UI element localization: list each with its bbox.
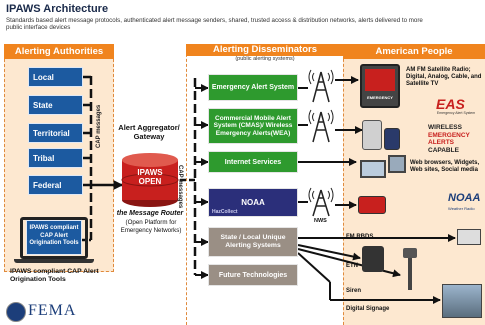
- noaa-box: NOAA HazCollect: [208, 188, 298, 217]
- fm-radio-icon: [457, 229, 481, 245]
- monitor-web-icon: [388, 155, 406, 173]
- page-title: IPAWS Architecture: [6, 3, 109, 15]
- eas-logo: EAS: [436, 96, 465, 112]
- authority-state: State: [28, 95, 83, 115]
- cmas-label: Commercial Mobile Alert System (CMAS)/ W…: [213, 114, 293, 137]
- internet-services-label: Internet Services: [224, 158, 282, 166]
- hazcollect-label: HazCollect: [212, 209, 238, 215]
- siren-head-icon: [403, 248, 417, 258]
- nws-label: NWS: [314, 218, 327, 224]
- tower-icon-eas: [308, 69, 334, 103]
- laptop-web-icon: [360, 160, 386, 178]
- eas-box: Emergency Alert System: [208, 74, 298, 101]
- wea-logo-line-4: CAPABLE: [428, 146, 459, 154]
- siren-pole-icon: [408, 250, 412, 290]
- noaa-label: NOAA: [241, 198, 265, 207]
- digital-signage-label: Digital Signage: [346, 306, 390, 312]
- fema-logo: FEMA: [28, 302, 77, 319]
- phone2-icon: [384, 128, 400, 150]
- tower-icon-cmas: [308, 109, 334, 143]
- left-cap-messages-label: CAP messages: [96, 104, 102, 148]
- state-local-box: State / Local Unique Alerting Systems: [208, 227, 298, 257]
- internet-services-box: Internet Services: [208, 151, 298, 173]
- alerting-disseminators-panel: [186, 44, 344, 325]
- right-cap-messages-label: CAP messages: [177, 165, 183, 209]
- siren-label: Siren: [346, 288, 362, 294]
- cap-tools-box: IPAWS compliant CAP Alert Origination To…: [26, 220, 82, 255]
- ipaws-open-drum-icon: [121, 153, 179, 207]
- phones-icon: [362, 120, 382, 150]
- radio-tv-label: AM FM Satellite Radio; Digital, Analog, …: [406, 67, 482, 87]
- wea-logo-line-1: WIRELESS: [428, 124, 462, 131]
- weather-radio-icon: [358, 196, 386, 214]
- tv-screen: [365, 69, 395, 91]
- eas-label: Emergency Alert System: [211, 83, 295, 91]
- wea-logo: WIRELESS EMERGENCY ALERTS CAPABLE: [428, 124, 484, 154]
- message-router-desc: (Open Platform for Emergency Networks): [120, 219, 182, 234]
- etn-phone-icon: [362, 246, 384, 272]
- future-tech-label: Future Technologies: [218, 271, 288, 279]
- fema-seal-icon: [6, 302, 26, 322]
- fm-rbds-label: FM RBDS: [346, 234, 374, 240]
- alerting-disseminators-subheader: (public alerting systems): [235, 56, 295, 62]
- cmas-box: Commercial Mobile Alert System (CMAS)/ W…: [208, 108, 298, 144]
- eas-logo-sub: Emergency Alert System: [436, 111, 476, 115]
- laptop-icon: [20, 217, 88, 259]
- alerting-authorities-header: Alerting Authorities: [4, 44, 114, 59]
- authority-territorial: Territorial: [28, 123, 83, 143]
- state-local-label: State / Local Unique Alerting Systems: [220, 234, 286, 249]
- alerting-disseminators-header: Alerting Disseminators: [186, 44, 344, 56]
- authority-federal: Federal: [28, 175, 83, 195]
- message-router-title: the Message Router: [116, 210, 184, 217]
- laptop-caption: IPAWS compliant CAP Alert Origination To…: [10, 268, 99, 283]
- wea-logo-line-2: EMERGENCY: [428, 131, 470, 139]
- etn-label: ETN: [346, 263, 358, 269]
- noaa-logo: NOAA: [448, 192, 481, 204]
- ipaws-open-label: IPAWS OPEN: [137, 168, 163, 186]
- page-subtitle: Standards based alert message protocols,…: [6, 17, 423, 32]
- tv-emergency-badge: EMERGENCY: [367, 95, 393, 100]
- american-people-header: American People: [343, 44, 485, 59]
- tower-icon-nws: [308, 187, 334, 217]
- digital-signage-icon: [442, 284, 482, 318]
- noaa-logo-sub: Weather Radio: [448, 206, 475, 211]
- web-label: Web browsers, Widgets, Web sites, Social…: [410, 160, 480, 173]
- wea-logo-line-3: ALERTS: [428, 139, 454, 146]
- aggregator-label: Alert Aggregator/ Gateway: [118, 123, 180, 141]
- authority-tribal: Tribal: [28, 148, 83, 168]
- authority-local: Local: [28, 67, 83, 87]
- future-tech-box: Future Technologies: [208, 264, 298, 286]
- laptop-base: [14, 259, 94, 263]
